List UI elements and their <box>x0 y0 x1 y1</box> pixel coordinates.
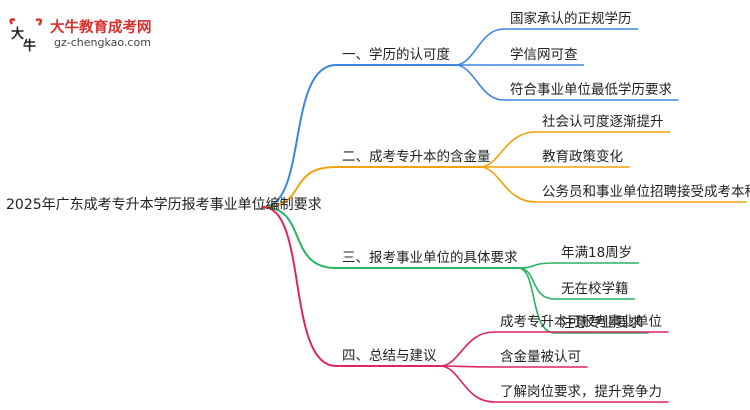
branch-topic: 三、报考事业单位的具体要求 <box>342 250 518 266</box>
branch-connector <box>262 64 337 208</box>
leaf-topic: 公务员和事业单位招聘接受成考本科学历 <box>542 184 750 200</box>
leaf-topic: 学信网可查 <box>510 47 578 63</box>
leaf-connector <box>454 64 505 101</box>
leaf-topic: 社会认可度逐渐提升 <box>542 114 664 130</box>
logo-url: gz-chengkao.com <box>54 36 151 49</box>
leaf-connector <box>439 365 495 403</box>
branch-topic: 一、学历的认可度 <box>342 47 450 63</box>
svg-text:牛: 牛 <box>23 38 36 54</box>
branch-topic: 四、总结与建议 <box>342 348 437 364</box>
branch-connector <box>262 206 337 269</box>
leaf-topic: 年满18周岁 <box>561 245 633 261</box>
bull-logo-icon: 大 牛 <box>9 18 43 54</box>
branch-connector <box>262 166 337 208</box>
leaf-topic: 国家承认的正规学历 <box>510 11 632 27</box>
leaf-topic: 含金量被认可 <box>500 349 581 365</box>
leaf-connector <box>479 166 537 203</box>
leaf-topic: 无在校学籍 <box>561 281 629 297</box>
leaf-connector <box>479 131 537 168</box>
leaf-topic: 符合事业单位最低学历要求 <box>510 82 672 98</box>
leaf-topic: 成考专升本可报考事业单位 <box>500 314 662 330</box>
svg-text:大: 大 <box>11 26 24 42</box>
leaf-connector <box>454 28 505 66</box>
leaf-topic: 教育政策变化 <box>542 149 623 165</box>
logo-title: 大牛教育成考网 <box>50 20 152 36</box>
site-logo: 大 牛 大牛教育成考网 gz-chengkao.com <box>6 14 156 58</box>
leaf-connector <box>439 331 495 367</box>
root-topic: 2025年广东成考专升本学历报考事业单位编制要求 <box>6 197 322 213</box>
leaf-topic: 注意专业要求 <box>561 315 642 331</box>
leaf-topic: 了解岗位要求，提升竞争力 <box>500 384 662 400</box>
branch-topic: 二、成考专升本的含金量 <box>342 149 491 165</box>
leaf-connector <box>517 267 556 334</box>
branch-connector <box>262 206 337 367</box>
